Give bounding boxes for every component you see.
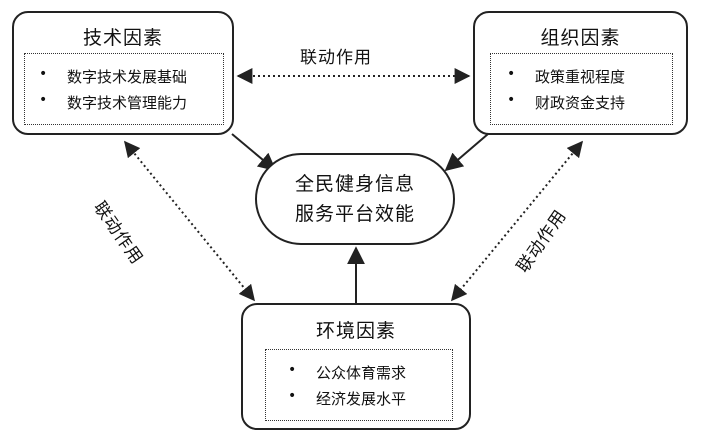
list-item-label: 数字技术管理能力 <box>67 94 188 112</box>
link-org-env <box>450 140 584 302</box>
env-factor-title: 环境因素 <box>315 320 396 342</box>
arrow-org-to-center <box>444 133 489 172</box>
bullet-icon: • <box>39 66 48 82</box>
list-item-label: 政策重视程度 <box>535 68 626 86</box>
tech-factor-box: 技术因素 • 数字技术发展基础 • 数字技术管理能力 <box>12 11 234 135</box>
tech-factor-title: 技术因素 <box>82 27 163 49</box>
bullet-icon: • <box>507 66 516 82</box>
list-item-label: 财政资金支持 <box>535 94 626 112</box>
env-factor-box: 环境因素 • 公众体育需求 • 经济发展水平 <box>241 303 471 430</box>
env-factor-list: • 公众体育需求 • 经济发展水平 <box>265 349 453 421</box>
link-label-top: 联动作用 <box>300 48 372 68</box>
center-line-2: 服务平台效能 <box>294 203 415 225</box>
link-tech-env <box>123 140 256 302</box>
list-item-label: 数字技术发展基础 <box>67 68 188 86</box>
bullet-icon: • <box>288 388 297 404</box>
bullet-icon: • <box>288 362 297 378</box>
center-line-1: 全民健身信息 <box>294 173 415 195</box>
platform-efficiency-node: 全民健身信息 服务平台效能 <box>255 153 455 245</box>
tech-factor-list: • 数字技术发展基础 • 数字技术管理能力 <box>24 53 224 125</box>
org-factor-title: 组织因素 <box>540 27 621 49</box>
bullet-icon: • <box>507 92 516 108</box>
list-item-label: 公众体育需求 <box>316 364 407 382</box>
list-item-label: 经济发展水平 <box>316 390 407 408</box>
org-factor-box: 组织因素 • 政策重视程度 • 财政资金支持 <box>473 11 688 135</box>
org-factor-list: • 政策重视程度 • 财政资金支持 <box>490 53 673 125</box>
bullet-icon: • <box>39 92 48 108</box>
